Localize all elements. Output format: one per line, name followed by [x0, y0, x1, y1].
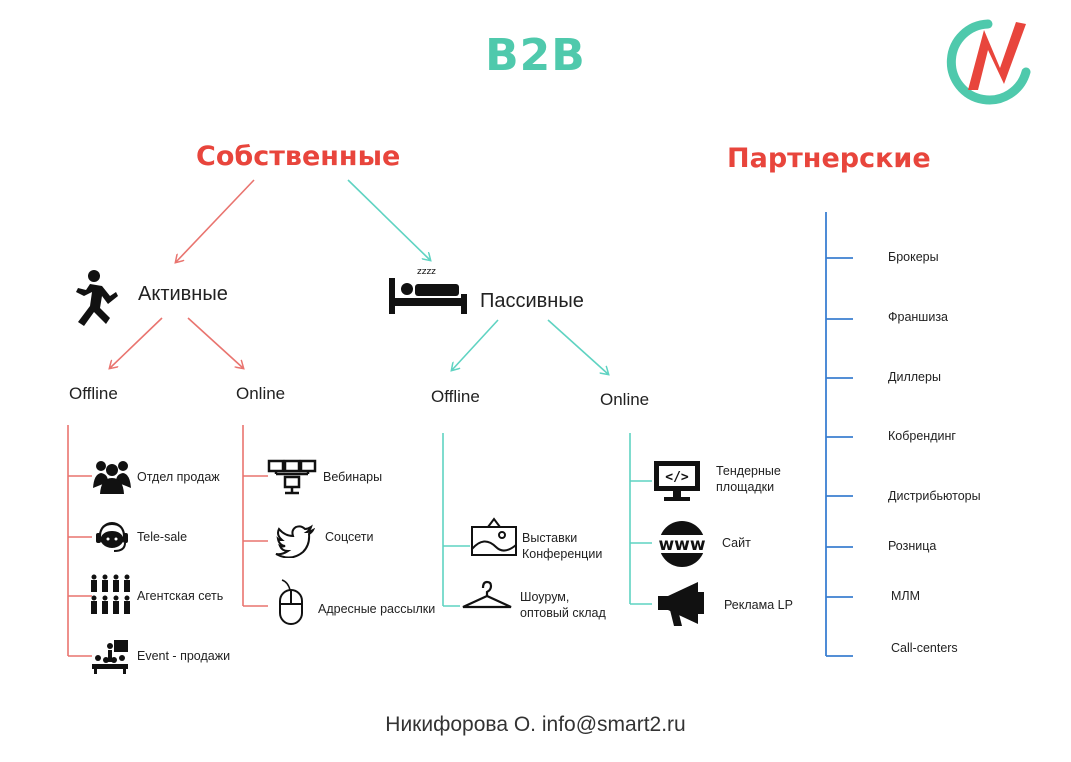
partner-item: Call-centers: [891, 641, 958, 655]
partner-item: Диллеры: [888, 370, 941, 384]
social-item: Соцсети: [325, 530, 374, 544]
mouse-icon: [279, 579, 303, 625]
event-sales-item: Event - продажи: [137, 649, 231, 663]
own-channels-heading: Собственные: [196, 141, 401, 172]
passive-online-label: Online: [600, 390, 650, 409]
network-computers-icon: [267, 459, 317, 495]
headset-operator-icon: [96, 522, 128, 552]
sleeping-in-bed-icon: zzzz: [389, 267, 467, 314]
active-label: Активные: [138, 283, 228, 305]
people-grid-icon: [91, 574, 130, 614]
tenders-item: Тендерные площадки: [716, 464, 781, 494]
sales-dept-item: Отдел продаж: [137, 470, 220, 484]
partner-item: Франшиза: [888, 310, 949, 324]
exhibitions-item: Выставки Конференции: [522, 531, 603, 561]
partner-item: МЛМ: [891, 589, 921, 603]
passive-label: Пассивные: [480, 290, 584, 312]
partner-item: Дистрибьюторы: [888, 489, 981, 503]
www-icon-text: www: [658, 535, 705, 555]
active-offline-label: Offline: [69, 384, 118, 403]
code-monitor-icon: </>: [654, 461, 700, 501]
webinars-item: Вебинары: [323, 470, 383, 484]
megaphone-icon: [658, 582, 704, 626]
ads-item: Реклама LP: [724, 598, 793, 612]
passive-offline-label: Offline: [431, 387, 480, 406]
www-icon: www: [652, 521, 712, 567]
smart2-logo: [946, 19, 1031, 105]
site-item: Сайт: [722, 536, 751, 550]
page-title: B2B: [485, 30, 586, 81]
partner-item: Кобрендинг: [888, 429, 956, 443]
twitter-bird-icon: [275, 524, 315, 558]
active-online-label: Online: [236, 384, 286, 403]
hanger-icon: [462, 580, 512, 609]
team-icon: [93, 461, 131, 494]
showroom-item: Шоурум, оптовый склад: [520, 590, 606, 620]
footer-author: Никифорова О. info@smart2.ru: [385, 713, 686, 736]
telesale-item: Tele-sale: [137, 530, 188, 544]
svg-text:</>: </>: [665, 470, 689, 485]
partner-channels-heading: Партнерские: [727, 143, 931, 174]
partner-item: Розница: [888, 539, 937, 553]
agent-network-item: Агентская сеть: [137, 589, 224, 603]
running-man-icon: [76, 270, 118, 326]
exhibition-board-icon: [471, 517, 517, 556]
presentation-icon: [92, 640, 128, 674]
mailing-item: Адресные рассылки: [318, 602, 436, 616]
partner-item: Брокеры: [888, 250, 939, 264]
svg-text:zzzz: zzzz: [417, 267, 436, 277]
